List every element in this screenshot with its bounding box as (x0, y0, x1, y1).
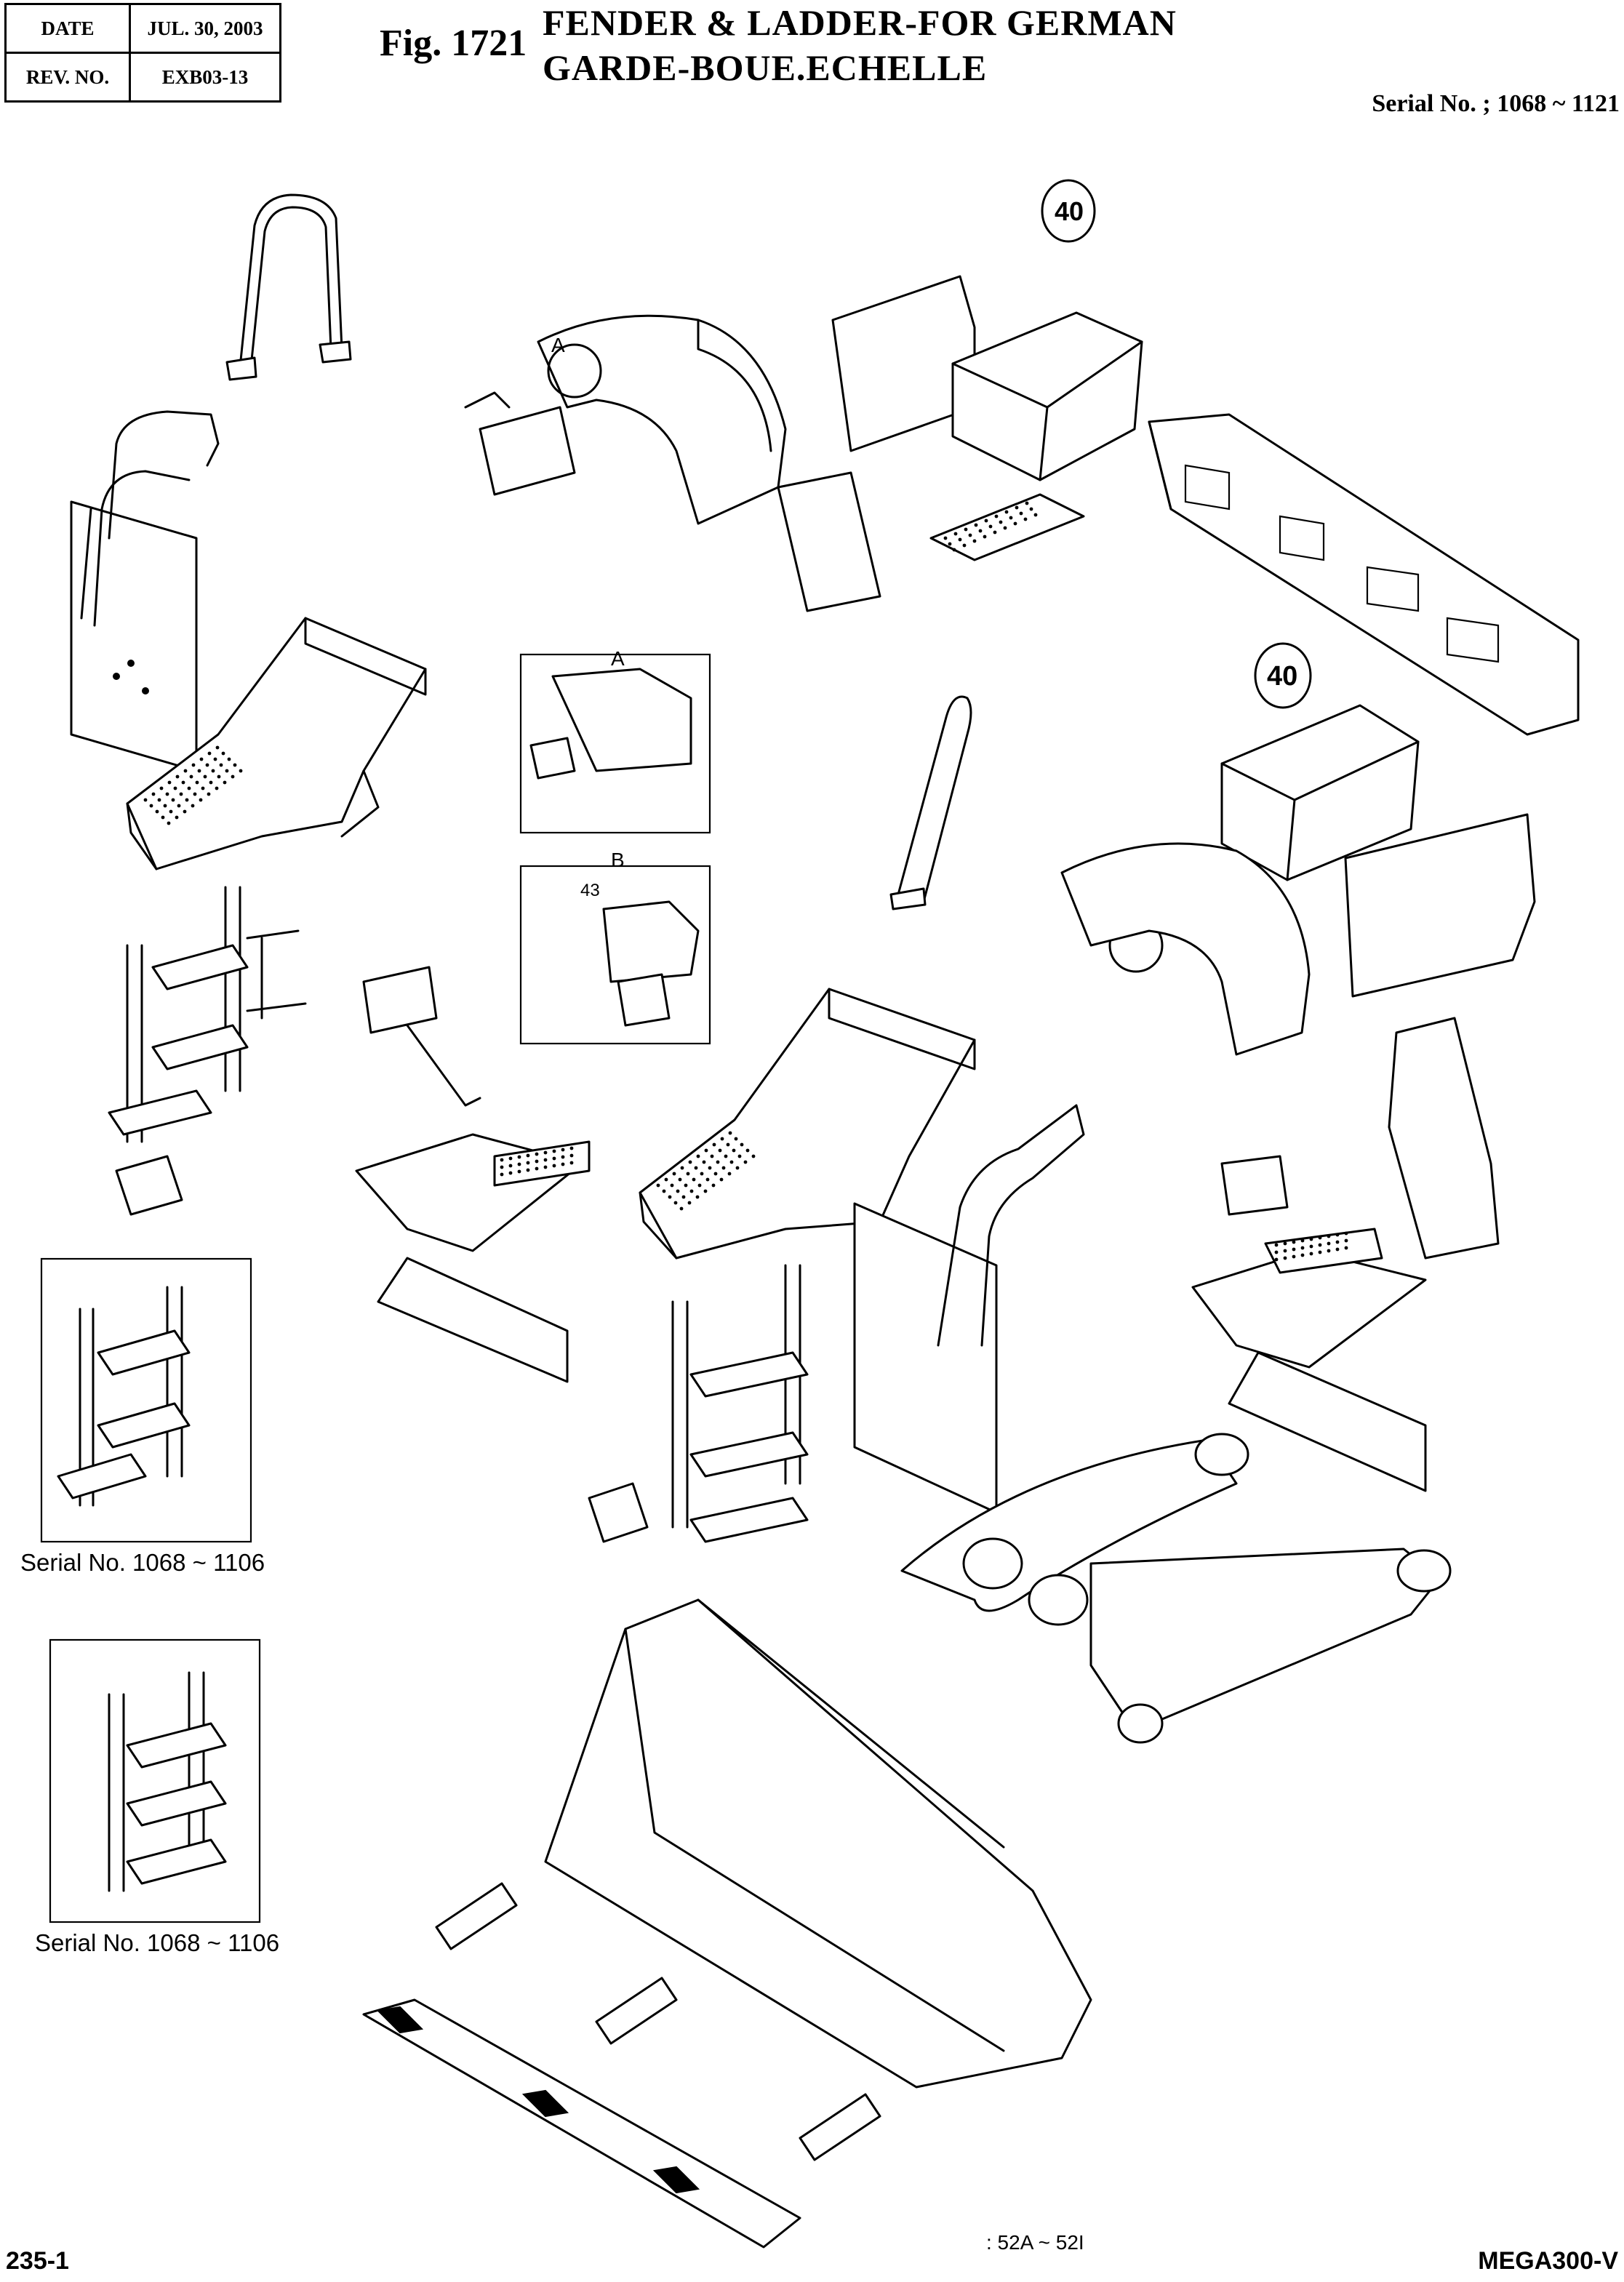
ladder-variant-2-inset (49, 1638, 261, 1923)
date-value: JUL. 30, 2003 (129, 3, 281, 54)
date-label: DATE (4, 3, 131, 54)
bucket-tooth-1 (435, 1882, 518, 1950)
page-number: 235-1 (6, 2247, 69, 2275)
battery-box-right (1220, 704, 1420, 881)
left-ladder (108, 886, 307, 1216)
bucket (544, 1598, 1092, 2089)
right-step-guard (1228, 1351, 1427, 1492)
lamp-bracket-left (362, 966, 481, 1107)
speed-plate-left: 40 (1041, 179, 1096, 243)
model-name: MEGA300-V (1478, 2247, 1618, 2275)
counterweight (1148, 413, 1580, 736)
part-number-43: 43 (580, 881, 600, 900)
center-platform-tread-dots (656, 1131, 756, 1211)
front-right-fender (1060, 842, 1311, 1056)
speed-plate-right: 40 (1254, 642, 1312, 709)
left-handrail (225, 193, 352, 381)
ladder-variant-1-inset (40, 1257, 252, 1543)
left-side-panel (70, 410, 220, 772)
rear-step-bracket (464, 391, 576, 496)
speed-plate-left-text: 40 (1055, 196, 1084, 226)
callout-a: A (547, 334, 602, 399)
loader-arm (900, 1433, 1452, 1744)
right-front-step (1191, 1228, 1427, 1369)
footer-note: : 52A ~ 52I (986, 2231, 1084, 2254)
right-step-tread-dots (1274, 1231, 1348, 1262)
right-handrail (889, 695, 972, 910)
left-front-step (355, 1133, 591, 1252)
cutting-edge-guard (362, 1998, 801, 2249)
left-platform-tread-dots (143, 745, 243, 825)
left-fender-platform (126, 617, 427, 870)
ladder-variant-2-caption: Serial No. 1068 ~ 1106 (35, 1929, 280, 1956)
speed-plate-right-text: 40 (1267, 661, 1297, 692)
lamp-bracket-right (1220, 1155, 1289, 1216)
bucket-tooth-2 (595, 1977, 678, 2045)
revision-value: EXB03-13 (129, 52, 281, 103)
figure-title-french: GARDE-BOUE.ECHELLE (543, 47, 988, 88)
serial-number-range: Serial No. ; 1068 ~ 1121 (1372, 90, 1620, 117)
detail-b-box: B 43 (519, 849, 711, 1045)
revision-table: DATE JUL. 30, 2003 REV. NO. EXB03-13 (4, 3, 281, 103)
battery-box-left (951, 311, 1143, 481)
figure-number: Fig. 1721 (380, 23, 527, 64)
fender-mud-flap-left (777, 471, 881, 612)
center-ladder (588, 1264, 809, 1543)
detail-a-label: A (611, 647, 625, 670)
detail-a-box: A (519, 647, 711, 834)
callout-a-label: A (551, 334, 565, 356)
figure-title-english: FENDER & LADDER-FOR GERMAN (543, 2, 1177, 43)
center-side-panel (853, 1104, 1085, 1514)
revision-label: REV. NO. (4, 52, 131, 103)
ladder-variant-1-caption: Serial No. 1068 ~ 1106 (20, 1549, 265, 1576)
left-step-tread-dots (500, 1146, 574, 1177)
bucket-tooth-3 (799, 2093, 881, 2161)
center-fender-platform (639, 988, 976, 1260)
battery-bracket-right (1344, 813, 1536, 998)
rear-left-fender (537, 314, 787, 525)
detail-b-label: B (611, 849, 625, 871)
battery-tray-left (929, 493, 1085, 561)
left-step-guard (377, 1257, 569, 1383)
fender-mud-flap-right (1388, 1017, 1500, 1260)
battery-tray-dots (943, 501, 1038, 552)
